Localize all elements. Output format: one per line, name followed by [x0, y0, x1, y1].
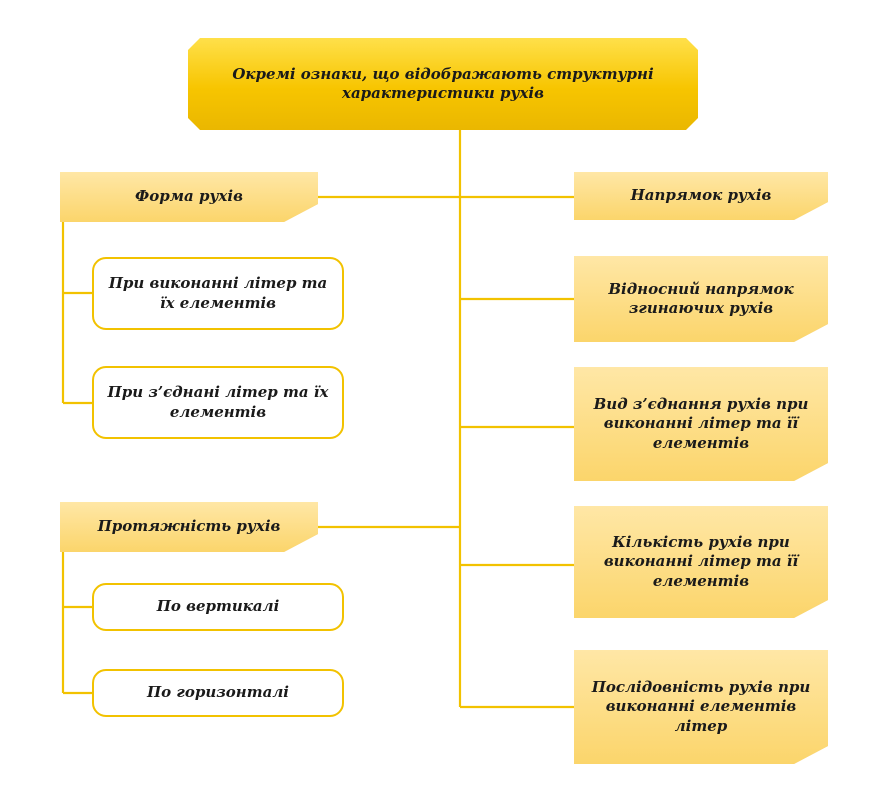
node-pry-vykonanni-liter: При виконанні літер та їх елементів [92, 257, 344, 330]
node-text-line: Кількість рухів при [612, 533, 790, 552]
node-text-line: згинаючих рухів [628, 299, 774, 317]
node-po-horyzontali: По горизонталі [92, 669, 344, 717]
node-text-line: По вертикалі [156, 597, 280, 616]
node-po-vertykali: По вертикалі [92, 583, 344, 631]
group-protiazhnist-ruhiv: Протяжність рухів [60, 502, 318, 552]
node-text-line: Напрямок рухів [630, 186, 772, 205]
root-line-1: Окремі ознаки, що відображають структурн… [232, 64, 654, 83]
node-text-line: Послідовність рухів при [591, 678, 811, 697]
node-text-line: Вид з’єднання рухів при [593, 395, 809, 414]
node-text-line: Відносний напрямок [608, 279, 794, 298]
node-text-line: виконанні літер та її [603, 414, 799, 433]
node-text-line: елементів [652, 571, 750, 590]
group-prot-title: Протяжність рухів [97, 517, 281, 536]
node-text-line: При виконанні літер та [108, 274, 328, 293]
node-napriamok-ruhiv: Напрямок рухів [574, 172, 828, 220]
node-vyd-zednannia: Вид з’єднання рухів при виконанні літер … [574, 367, 828, 481]
node-text-line: виконанні літер та її [603, 552, 799, 571]
node-text-line: При з’єднані літер та їх [107, 383, 329, 402]
node-text-line: елементів [652, 433, 750, 452]
group-forma-title: Форма рухів [135, 187, 243, 206]
root-node: Окремі ознаки, що відображають структурн… [188, 38, 698, 130]
node-text-line: елементів [169, 402, 267, 421]
node-text-line: літер [674, 716, 728, 735]
node-kilkist-ruhiv: Кількість рухів при виконанні літер та ї… [574, 506, 828, 618]
node-text-line: виконанні елементів [605, 697, 797, 716]
node-text-line: По горизонталі [146, 683, 290, 702]
root-line-2: характеристики рухів [342, 84, 544, 102]
group-forma-ruhiv: Форма рухів [60, 172, 318, 222]
node-poslidovnist-ruhiv: Послідовність рухів при виконанні елемен… [574, 650, 828, 764]
node-text-line: їх елементів [159, 293, 277, 312]
node-vidnosnyi-napriamok: Відносний напрямок згинаючих рухів [574, 256, 828, 342]
node-pry-zednani-liter: При з’єднані літер та їх елементів [92, 366, 344, 439]
